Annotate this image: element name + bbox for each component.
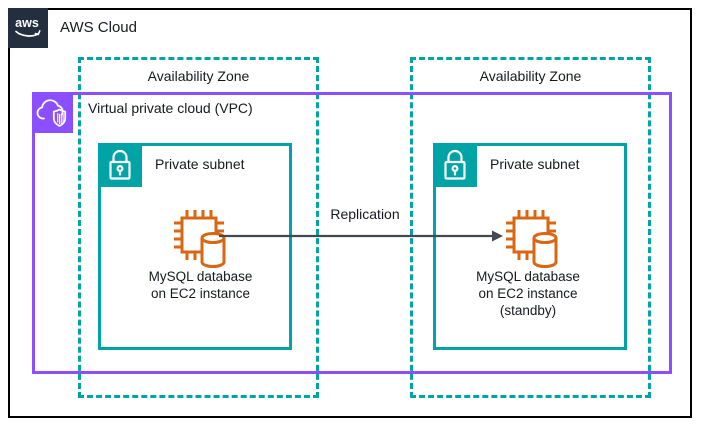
- mysql-ec2-instance-icon-primary: [168, 204, 230, 275]
- replication-arrow: [219, 230, 503, 242]
- private-subnet-2: [433, 143, 627, 350]
- private-subnet-1-lock-icon: [98, 143, 142, 187]
- aws-cloud-container: [8, 8, 692, 418]
- aws-logo-icon: aws: [8, 8, 48, 48]
- caption-line: MySQL database: [476, 269, 580, 284]
- private-subnet-1: [98, 143, 292, 350]
- private-subnet-2-label: Private subnet: [490, 156, 580, 172]
- aws-logo-text: aws: [15, 16, 39, 30]
- mysql-primary-caption: MySQL database on EC2 instance: [118, 268, 283, 302]
- availability-zone-2: Availability Zone: [410, 57, 651, 398]
- vpc-cloud-shield-glyph: [36, 99, 67, 127]
- caption-line: (standby): [499, 303, 557, 318]
- availability-zone-1-label: Availability Zone: [147, 68, 250, 84]
- caption-line: MySQL database: [148, 269, 253, 284]
- availability-zone-2-label: Availability Zone: [479, 68, 582, 84]
- private-subnet-1-label: Private subnet: [155, 156, 245, 172]
- aws-cloud-label: AWS Cloud: [60, 19, 137, 36]
- caption-line: on EC2 instance: [478, 286, 578, 301]
- vpc-icon: [32, 92, 73, 133]
- vpc-label: Virtual private cloud (VPC): [88, 100, 253, 116]
- caption-line: on EC2 instance: [150, 286, 251, 301]
- mysql-ec2-instance-icon-standby: [500, 204, 562, 275]
- mysql-standby-caption: MySQL database on EC2 instance (standby): [443, 268, 613, 319]
- private-subnet-2-lock-icon: [433, 143, 477, 187]
- replication-label: Replication: [330, 206, 400, 222]
- availability-zone-1: Availability Zone: [78, 57, 319, 398]
- vpc-container: [32, 92, 672, 374]
